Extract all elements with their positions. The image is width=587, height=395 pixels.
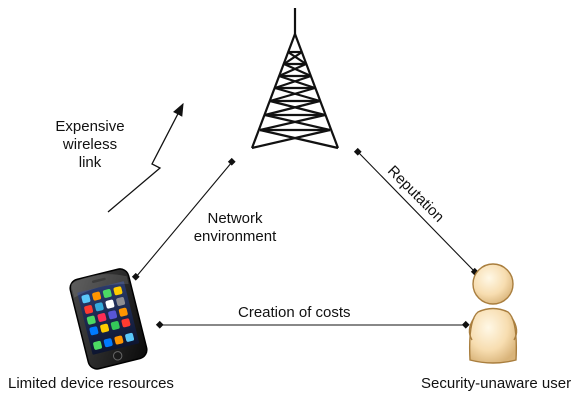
creation-of-costs-label: Creation of costs — [238, 304, 351, 321]
limited-device-resources-label: Limited device resources — [8, 375, 174, 392]
network-environment-label: Network environment — [185, 210, 285, 246]
expensive-wireless-link-label: Expensive wireless link — [48, 118, 132, 172]
connector-lines — [135, 151, 476, 326]
network-label-line-2: environment — [193, 228, 277, 245]
smartphone-icon — [69, 268, 148, 370]
cell-tower-icon — [250, 8, 340, 150]
security-unaware-user-label: Security-unaware user — [421, 375, 572, 392]
wireless-link-arrow — [107, 102, 184, 213]
user-icon — [468, 263, 518, 364]
network-label-line-1: Network — [207, 210, 263, 227]
expensive-label-line-2: wireless — [62, 136, 118, 153]
connector-endpoints — [131, 147, 479, 329]
network-environment-line — [135, 161, 233, 278]
expensive-label-line-1: Expensive — [55, 118, 125, 135]
expensive-label-line-3: link — [78, 154, 102, 171]
reputation-line — [357, 151, 476, 273]
